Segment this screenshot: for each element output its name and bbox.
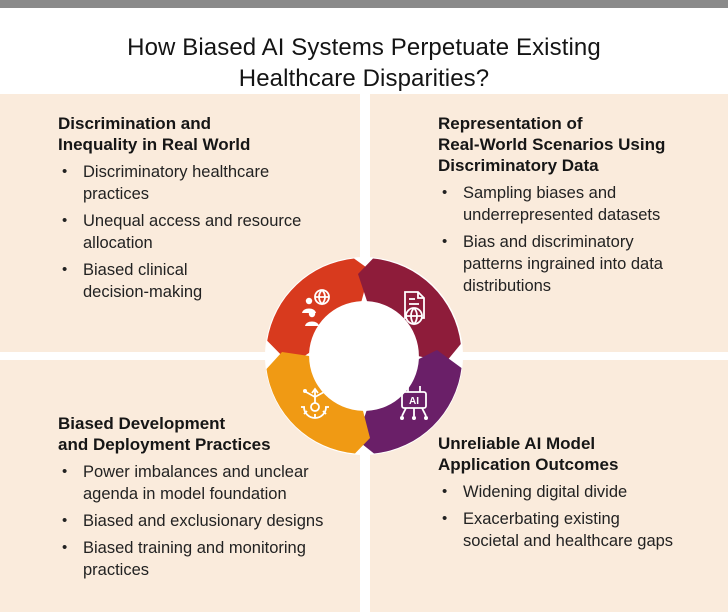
title-line-1: How Biased AI Systems Perpetuate Existin… <box>127 34 601 62</box>
heading-line: Application Outcomes <box>438 455 619 474</box>
list-item: Biased training and monitoring practices <box>58 537 348 581</box>
top-bar <box>0 0 728 8</box>
list-item: Bias and discriminatory patterns ingraine… <box>438 231 708 297</box>
item-line: Sampling biases and <box>463 184 617 202</box>
list-item: Biased clinical decision-making <box>58 259 348 303</box>
people-globe-icon <box>302 289 330 326</box>
item-line: underrepresented datasets <box>463 206 661 224</box>
list-item: Power imbalances and unclear agenda in mo… <box>58 461 348 505</box>
item-line: agenda in model foundation <box>83 485 287 503</box>
item-line: patterns ingrained into data <box>463 255 663 273</box>
discrimination-heading: Discrimination and Inequality in Real Wo… <box>58 113 348 155</box>
representation-block: Representation of Real-World Scenarios U… <box>438 113 708 302</box>
list-item: Exacerbating existing societal and health… <box>438 508 708 552</box>
ai-chip-icon: AI <box>400 386 428 420</box>
heading-line: Inequality in Real World <box>58 135 251 154</box>
item-line: distributions <box>463 277 552 295</box>
outcomes-block: Unreliable AI Model Application Outcomes… <box>438 433 708 557</box>
list-item: Unequal access and resource allocation <box>58 210 348 254</box>
heading-line: Discriminatory Data <box>438 156 599 175</box>
development-block: Biased Development and Deployment Practi… <box>58 413 348 586</box>
outcomes-list: Widening digital divide Exacerbating exi… <box>438 481 708 552</box>
list-item: Discriminatory healthcare practices <box>58 161 348 205</box>
cycle-segment-top-left <box>267 258 370 365</box>
title-line-2: Healthcare Disparities? <box>238 65 490 93</box>
heading-line: and Deployment Practices <box>58 435 271 454</box>
development-heading: Biased Development and Deployment Practi… <box>58 413 348 455</box>
heading-line: Discrimination and <box>58 114 212 133</box>
cycle-segment-bottom-right <box>357 350 462 454</box>
page-title: How Biased AI Systems Perpetuate Existin… <box>0 32 728 94</box>
item-line: Bias and discriminatory <box>463 233 634 251</box>
item-line: Biased clinical <box>83 261 188 279</box>
representation-heading: Representation of Real-World Scenarios U… <box>438 113 708 176</box>
heading-line: Representation of <box>438 114 583 133</box>
development-list: Power imbalances and unclear agenda in mo… <box>58 461 348 581</box>
heading-line: Real-World Scenarios Using <box>438 135 666 154</box>
gear-network-icon <box>301 387 329 419</box>
heading-line: Biased Development <box>58 414 226 433</box>
item-line: Unequal access and resource <box>83 212 302 230</box>
cycle-segment-bottom-left <box>266 352 370 454</box>
document-globe-icon <box>404 291 425 326</box>
heading-line: Unreliable AI Model <box>438 434 596 453</box>
item-line: practices <box>83 561 150 579</box>
item-line: Biased and exclusionary designs <box>83 512 324 530</box>
item-line: practices <box>83 185 150 203</box>
item-line: Exacerbating existing <box>463 510 620 528</box>
item-line: Widening digital divide <box>463 483 628 501</box>
item-line: decision-making <box>83 283 203 301</box>
item-line: Biased training and monitoring <box>83 539 306 557</box>
item-line: allocation <box>83 234 153 252</box>
discrimination-list: Discriminatory healthcare practices Unequ… <box>58 161 348 303</box>
item-line: societal and healthcare gaps <box>463 532 674 550</box>
ai-chip-label: AI <box>409 396 419 407</box>
item-line: Discriminatory healthcare <box>83 163 270 181</box>
list-item: Widening digital divide <box>438 481 708 503</box>
list-item: Sampling biases and underrepresented data… <box>438 182 708 226</box>
list-item: Biased and exclusionary designs <box>58 510 348 532</box>
discrimination-block: Discrimination and Inequality in Real Wo… <box>58 113 348 308</box>
outcomes-heading: Unreliable AI Model Application Outcomes <box>438 433 708 475</box>
representation-list: Sampling biases and underrepresented data… <box>438 182 708 297</box>
item-line: Power imbalances and unclear <box>83 463 309 481</box>
